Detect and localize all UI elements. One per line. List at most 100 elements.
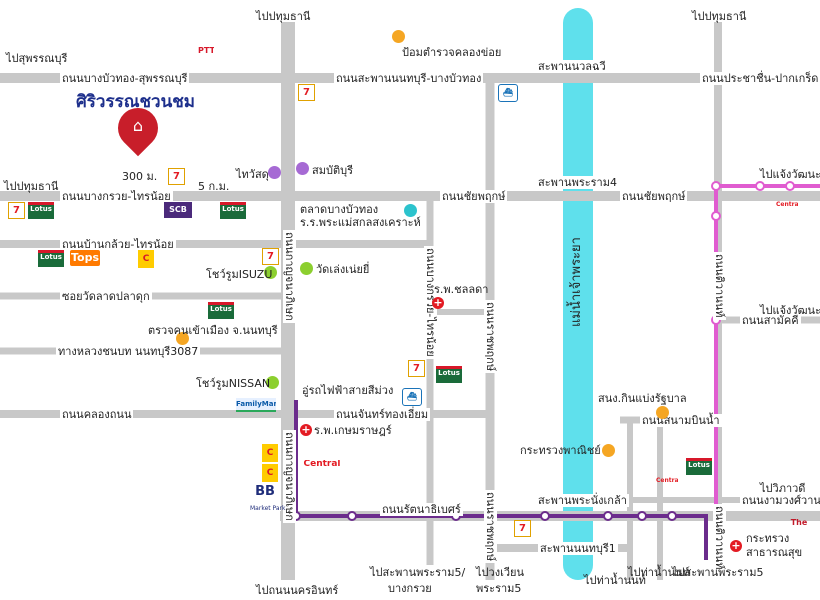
seven-eleven-logo-icon-2: 7	[168, 168, 185, 185]
central-logo-icon-3: Central	[776, 201, 798, 208]
label-chaiyaphruek-2: ถนนชัยพฤกษ์	[620, 190, 688, 203]
purple-line	[294, 400, 708, 560]
label-saphan-nonthaburi: ถนนสะพานนนทบุรี-บางบัวทอง	[334, 72, 484, 85]
label-khlong-thanon: ถนนคลองถนน	[60, 408, 134, 421]
seven-eleven-logo-icon: 7	[298, 84, 315, 101]
label-ngam-wong-wan: ถนนงามวงศ์วาน	[740, 494, 820, 507]
label-bridge-phra-nang-klao: สะพานพระนั่งเกล้า	[536, 494, 629, 507]
house-icon: ⌂	[132, 116, 144, 135]
central-logo-icon-2: Central	[656, 477, 678, 484]
pom-khlong-khoi-dot-icon	[392, 30, 405, 43]
lotus-logo-icon: Lotus	[28, 202, 54, 219]
distance-5km: 5 ก.ม.	[198, 180, 230, 193]
direction-tha-nam-1: ไปท่าน้ำนนท์	[584, 574, 646, 587]
bb-market-logo-icon: BB	[255, 484, 275, 499]
label-samakkhi: ถนนสามัคคี	[740, 314, 801, 327]
label-chan-thong: ถนนจันทร์ทองเอี่ยม	[334, 408, 431, 421]
central-logo-icon: Central	[303, 460, 341, 469]
label-thai-watsadu: ไทวัสดุ	[236, 168, 269, 181]
label-banguakthong: ถนนบางบัวทอง-สุพรรณบุรี	[60, 72, 190, 85]
label-rattanathibet: ถนนรัตนาธิเบศร์	[380, 503, 463, 516]
label-lottery-office: สนง.กินแบ่งรัฐบาล	[598, 392, 687, 405]
label-talat-bang-bua-thong: ตลาดบางบัวทอง	[300, 203, 379, 216]
label-rr-phra-mae: ร.ร.พระแม่สกลสงเคราะห์	[300, 216, 421, 229]
family-mart-logo-icon: FamilyMart	[236, 398, 276, 412]
lotus-logo-icon-2: Lotus	[220, 202, 246, 219]
nissan-dot-icon	[266, 376, 279, 389]
label-rp-kasem: ร.พ.เกษมราษฎร์	[314, 424, 392, 437]
label-rp-chonlada: ร.พ.ชลลดา	[434, 283, 489, 296]
seven-eleven-logo-icon-3: 7	[8, 202, 25, 219]
direction-nakhon-in: ไปถนนนครอินทร์	[256, 584, 339, 597]
direction-rama5-1: ไปสะพานพระราม5/	[370, 566, 466, 579]
the-mall-logo-icon: The Mall	[790, 518, 808, 527]
label-public-health-2: สาธารณสุข	[746, 546, 803, 559]
label-nissan: โชว์รูมNISSAN	[196, 377, 271, 390]
direction-chaeng-mid: ไปแจ้งวัฒนะ	[760, 304, 820, 317]
tops-logo-icon: Tops	[70, 250, 100, 266]
commerce-dot-icon	[602, 444, 615, 457]
direction-wongwian-1: ไปวงเวียน	[476, 566, 524, 579]
direction-wongwian-2: พระราม5	[476, 582, 522, 595]
direction-tha-nam-2: ไปท่าน้ำนนท์	[628, 566, 690, 579]
label-sombatburi: สมบัติบุรี	[312, 164, 353, 177]
big-c-logo-icon-2: C	[262, 444, 278, 462]
pink-line	[714, 184, 820, 516]
label-commerce-ministry: กระทรวงพาณิชย์	[520, 444, 601, 457]
big-c-logo-icon-3: C	[262, 464, 278, 482]
direction-vibhavadi: ไปวิภาวดี	[760, 482, 806, 495]
lotus-logo-icon-3: Lotus	[38, 250, 64, 267]
label-purple-line-depot: อู่รถไฟฟ้าสายสีม่วง	[302, 384, 394, 397]
label-wat-lat-noi: วัดเล่งเน่ยยี่	[316, 263, 370, 276]
label-wat-lat-pla-duk: ซอยวัดลาดปลาดุก	[60, 290, 152, 303]
seven-eleven-logo-icon-4: 7	[262, 248, 279, 265]
label-bridge-nonthaburi1: สะพานนนทบุรี1	[538, 542, 618, 555]
ptt-logo-icon: PTT	[198, 46, 214, 55]
label-bb-market-park: Market Park	[250, 505, 286, 512]
scb-logo-icon: SCB	[164, 202, 192, 218]
direction-pathum-thani-top-right: ไปปทุมธานี	[692, 10, 747, 23]
hospital-public-health-icon: +	[730, 539, 742, 552]
lotus-logo-icon-5: Lotus	[686, 458, 712, 475]
label-tiwanon-2: ถนนติวานนท์	[713, 504, 726, 572]
hospital-chonlada-icon: +	[432, 296, 444, 309]
direction-rama5-2: บางกรวย	[388, 582, 432, 595]
label-prachachuen: ถนนประชาชื่น-ปากเกร็ด	[700, 72, 820, 85]
talat-dot-icon	[404, 204, 417, 217]
label-bankluay: ถนนบ้านกล้วย-ไทรน้อย	[60, 238, 176, 251]
label-sanambinnam: ถนนสนามบินน้ำ	[640, 414, 722, 427]
direction-rama5-right: ไปสะพานพระราม5	[672, 566, 764, 579]
lottery-dot-icon	[656, 406, 669, 419]
label-kanchanaphisek: ถนนกาญจนาภิเษก	[283, 230, 296, 323]
direction-chaeng-top: ไปแจ้งวัฒนะ	[760, 168, 820, 181]
seven-eleven-logo-icon-5: 7	[408, 360, 425, 377]
seven-eleven-logo-icon-6: 7	[514, 520, 531, 537]
lotus-express-logo-icon: Lotus	[436, 366, 462, 383]
label-pom-khlong-khoi: ป้อมตำรวจคลองข่อย	[402, 46, 502, 59]
sombatburi-dot-icon	[296, 162, 309, 175]
big-c-logo-icon: C	[138, 250, 154, 268]
boat-pier-icon: ⛴	[498, 84, 518, 102]
distance-300m: 300 ม.	[122, 170, 158, 183]
immigration-dot-icon	[176, 332, 189, 345]
label-immigration: ตรวจคนเข้าเมือง จ.นนทบุรี	[148, 324, 278, 337]
thai-watsadu-dot-icon	[268, 166, 281, 179]
label-nangkuay: ถนนบางกรวย-ไทรน้อย	[60, 190, 173, 203]
wat-dot-icon	[300, 262, 313, 275]
label-chaiyaphruek-1: ถนนชัยพฤกษ์	[440, 190, 508, 203]
label-isuzu: โชว์รูมISUZU	[206, 268, 273, 281]
label-bridge-nuanchawi: สะพานนวลฉวี	[536, 60, 608, 73]
hospital-kasem-icon: +	[300, 423, 312, 436]
label-river: แม่น้ำเจ้าพระยา	[569, 234, 584, 330]
label-public-health-1: กระทรวง	[746, 532, 790, 545]
isuzu-dot-icon	[264, 266, 277, 279]
label-ratchaphruek-2: ถนนราชพฤกษ์	[484, 490, 497, 564]
label-bridge-rama4: สะพานพระราม4	[536, 176, 619, 189]
boat-pier-icon-2: ⛴	[402, 388, 422, 406]
label-highway-3087: ทางหลวงชนบท นนทบุรี3087	[56, 345, 201, 358]
direction-pathum-thani-left: ไปปทุมธานี	[4, 180, 59, 193]
direction-pathum-thani-top-left: ไปปทุมธานี	[256, 10, 311, 23]
lotus-logo-icon-4: Lotus	[208, 302, 234, 319]
project-title: ศิริวรรณชวนชม	[76, 92, 195, 112]
